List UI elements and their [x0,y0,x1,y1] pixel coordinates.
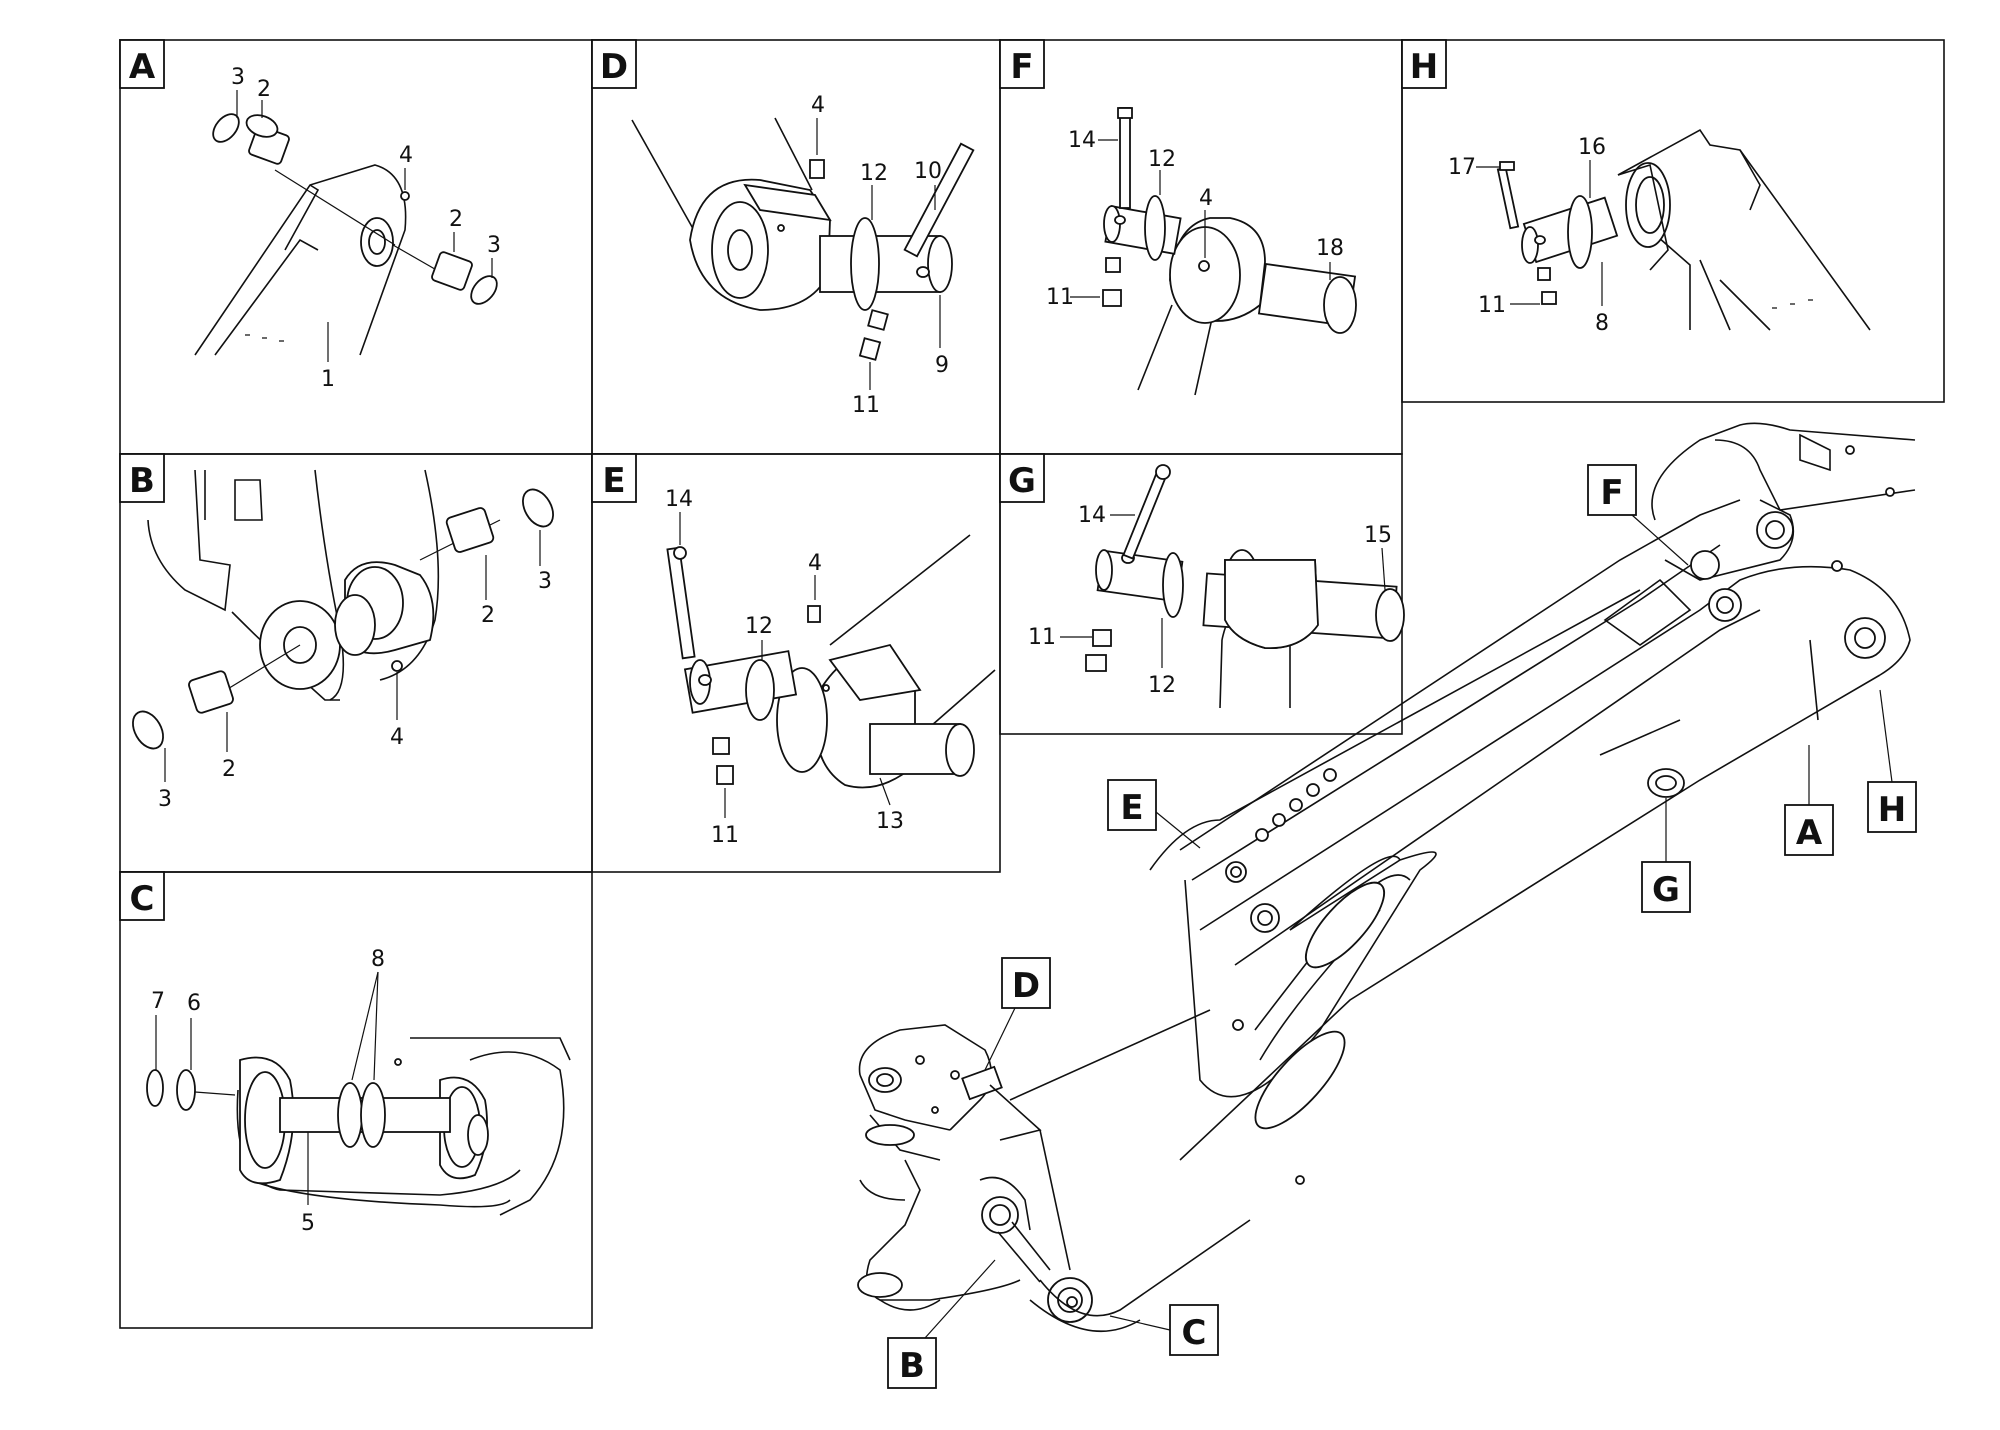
part-number-f-4: 4 [1199,186,1213,211]
svg-text:D: D [600,47,628,87]
part-number-e-11: 11 [711,823,739,848]
panel-h-drawing [1476,128,1871,331]
panel-b-drawing [132,469,554,782]
panel-frames [119,39,1945,1329]
callout-c: C [1109,1304,1219,1356]
svg-text:F: F [1600,473,1623,513]
part-number-e-13: 13 [876,809,904,834]
panel-h-label: H [1401,39,1447,89]
part-number-d-10: 10 [914,159,942,184]
part-number-h-11: 11 [1478,293,1506,318]
callout-d: D [984,957,1051,1071]
svg-text:H: H [1878,790,1906,830]
part-number-a-3b: 3 [487,233,501,258]
part-number-h-8: 8 [1595,311,1609,336]
svg-text:E: E [1120,788,1143,828]
part-number-c-8: 8 [371,947,385,972]
part-number-f-14: 14 [1068,128,1096,153]
part-number-g-11: 11 [1028,625,1056,650]
part-number-f-12: 12 [1148,147,1176,172]
panel-e-label: E [591,453,637,503]
boom-assembly-drawing [857,422,1916,1332]
part-number-a-4: 4 [399,143,413,168]
panel-a-label: A [119,39,165,89]
svg-text:H: H [1410,47,1438,87]
part-number-h-16: 16 [1578,135,1606,160]
panel-g-label: G [999,453,1045,503]
panel-c-drawing [146,971,571,1216]
svg-text:D: D [1012,966,1040,1006]
part-number-d-9: 9 [935,353,949,378]
panel-b-label: B [119,453,165,503]
svg-text:G: G [1008,461,1036,501]
panel-e-drawing [666,512,996,818]
part-number-a-1: 1 [321,367,335,392]
panel-c-label: C [119,871,165,921]
part-number-d-4: 4 [811,93,825,118]
bushing [188,670,234,714]
part-number-g-12: 12 [1148,673,1176,698]
svg-text:B: B [899,1346,925,1386]
part-number-b-3b: 3 [158,787,172,812]
part-number-d-12: 12 [860,161,888,186]
panel-d-drawing [631,117,975,390]
part-number-b-2b: 2 [222,757,236,782]
part-number-c-5: 5 [301,1211,315,1236]
panel-d-label: D [591,39,637,89]
part-number-e-4: 4 [808,551,822,576]
part-number-c-6: 6 [187,991,201,1016]
part-number-b-2: 2 [481,603,495,628]
bushing [431,251,473,291]
part-number-b-3: 3 [538,569,552,594]
part-number-b-4: 4 [390,725,404,750]
part-number-e-14: 14 [665,487,693,512]
svg-text:G: G [1652,870,1680,910]
callout-a: A [1784,745,1834,856]
panel-f-label: F [999,39,1045,89]
callout-f: F [1587,464,1689,566]
part-number-g-14: 14 [1078,503,1106,528]
callout-g: G [1641,798,1691,913]
svg-text:E: E [602,461,625,501]
panel-f-drawing [1070,107,1357,396]
bushing [445,507,495,553]
callout-h: H [1867,689,1917,833]
bushing [245,114,290,165]
part-number-f-11: 11 [1046,285,1074,310]
svg-text:C: C [130,879,155,919]
panel-a-drawing [194,90,498,362]
part-number-d-11: 11 [852,393,880,418]
svg-text:A: A [129,47,156,87]
part-number-a-3: 3 [231,65,245,90]
callout-b: B [887,1259,996,1389]
svg-text:C: C [1182,1313,1207,1353]
part-number-c-7: 7 [151,989,165,1014]
panel-g-drawing [1060,464,1405,709]
part-number-a-2b: 2 [449,207,463,232]
part-number-f-18: 18 [1316,236,1344,261]
svg-text:F: F [1010,47,1033,87]
part-number-a-2: 2 [257,77,271,102]
svg-text:B: B [129,461,155,501]
part-number-h-17: 17 [1448,155,1476,180]
callout-e: E [1107,779,1201,849]
svg-text:A: A [1796,813,1823,853]
part-number-g-15: 15 [1364,523,1392,548]
part-number-e-12: 12 [745,614,773,639]
